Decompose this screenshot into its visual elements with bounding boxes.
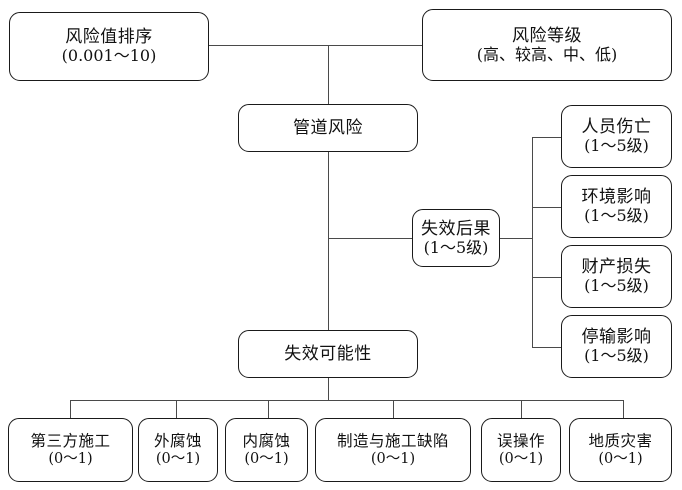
connector-consequence-branch-3: [532, 277, 561, 278]
connector-consequence-branch-2: [532, 207, 561, 208]
node-factor-misoperation-line1: 误操作: [496, 432, 545, 451]
node-failure-possibility-line1: 失效可能性: [284, 343, 372, 364]
connector-factor-bus: [70, 400, 624, 401]
connector-factor-drop-5: [521, 400, 522, 418]
node-risk-value-rank-line1: 风险值排序: [65, 27, 153, 48]
connector-top-horizontal: [209, 45, 422, 46]
connector-consequence-stub: [500, 238, 533, 239]
node-failure-possibility[interactable]: 失效可能性: [238, 330, 418, 378]
node-factor-external-corrosion[interactable]: 外腐蚀 (0〜1): [138, 418, 218, 482]
connector-consequence-branch-4: [532, 347, 561, 348]
node-pipeline-risk-line1: 管道风险: [293, 117, 363, 138]
node-consequence-environment[interactable]: 环境影响 (1〜5级): [561, 175, 672, 238]
node-consequence-property-line2: (1〜5级): [584, 276, 649, 296]
node-risk-value-rank[interactable]: 风险值排序 (0.001〜10): [9, 12, 209, 81]
node-factor-manufacturing-defect-line2: (0〜1): [370, 450, 416, 467]
node-factor-geohazard-line1: 地质灾害: [588, 432, 653, 451]
node-consequence-shutdown-line1: 停输影响: [581, 327, 652, 348]
node-factor-manufacturing-defect-line1: 制造与施工缺陷: [336, 432, 449, 451]
node-failure-consequence-line1: 失效后果: [421, 218, 491, 239]
connector-factor-drop-2: [176, 400, 177, 418]
node-failure-consequence-line2: (1〜5级): [423, 237, 489, 257]
node-consequence-shutdown-line2: (1〜5级): [584, 346, 649, 366]
node-factor-third-party[interactable]: 第三方施工 (0〜1): [8, 418, 133, 482]
connector-consequence-branch-1: [532, 137, 561, 138]
node-factor-third-party-line1: 第三方施工: [30, 432, 111, 451]
connector-top-to-pipeline: [328, 45, 329, 104]
node-factor-misoperation-line2: (0〜1): [498, 450, 544, 467]
node-failure-consequence[interactable]: 失效后果 (1〜5级): [412, 209, 500, 267]
node-risk-grade-line1: 风险等级: [512, 25, 582, 46]
node-risk-grade-line2: (高、较高、中、低): [476, 44, 618, 64]
node-factor-internal-corrosion-line2: (0〜1): [244, 450, 289, 467]
node-factor-misoperation[interactable]: 误操作 (0〜1): [481, 418, 561, 482]
connector-consequence-bracket: [532, 137, 533, 348]
connector-factor-drop-4: [393, 400, 394, 418]
node-consequence-shutdown[interactable]: 停输影响 (1〜5级): [561, 315, 672, 378]
node-factor-geohazard-line2: (0〜1): [598, 450, 643, 467]
connector-factor-drop-3: [268, 400, 269, 418]
node-risk-value-rank-line2: (0.001〜10): [61, 46, 157, 66]
connector-central-spine: [328, 152, 329, 330]
node-consequence-casualty-line2: (1〜5级): [584, 136, 649, 156]
node-factor-manufacturing-defect[interactable]: 制造与施工缺陷 (0〜1): [315, 418, 471, 482]
node-factor-internal-corrosion[interactable]: 内腐蚀 (0〜1): [225, 418, 308, 482]
node-consequence-property-line1: 财产损失: [581, 257, 652, 278]
node-factor-external-corrosion-line1: 外腐蚀: [153, 432, 202, 451]
node-pipeline-risk[interactable]: 管道风险: [238, 104, 418, 152]
connector-factor-drop-6: [623, 400, 624, 418]
connector-possibility-drop: [328, 378, 329, 401]
connector-factor-drop-1: [70, 400, 71, 418]
node-consequence-casualty[interactable]: 人员伤亡 (1〜5级): [561, 105, 672, 168]
node-factor-external-corrosion-line2: (0〜1): [155, 450, 201, 467]
node-risk-grade[interactable]: 风险等级 (高、较高、中、低): [422, 9, 672, 81]
node-consequence-casualty-line1: 人员伤亡: [581, 117, 652, 138]
node-consequence-environment-line1: 环境影响: [581, 187, 652, 208]
node-factor-geohazard[interactable]: 地质灾害 (0〜1): [569, 418, 672, 482]
node-consequence-environment-line2: (1〜5级): [584, 206, 649, 226]
node-factor-internal-corrosion-line1: 内腐蚀: [242, 432, 291, 451]
node-consequence-property[interactable]: 财产损失 (1〜5级): [561, 245, 672, 308]
connector-spine-to-consequence: [328, 238, 412, 239]
node-factor-third-party-line2: (0〜1): [48, 450, 93, 467]
